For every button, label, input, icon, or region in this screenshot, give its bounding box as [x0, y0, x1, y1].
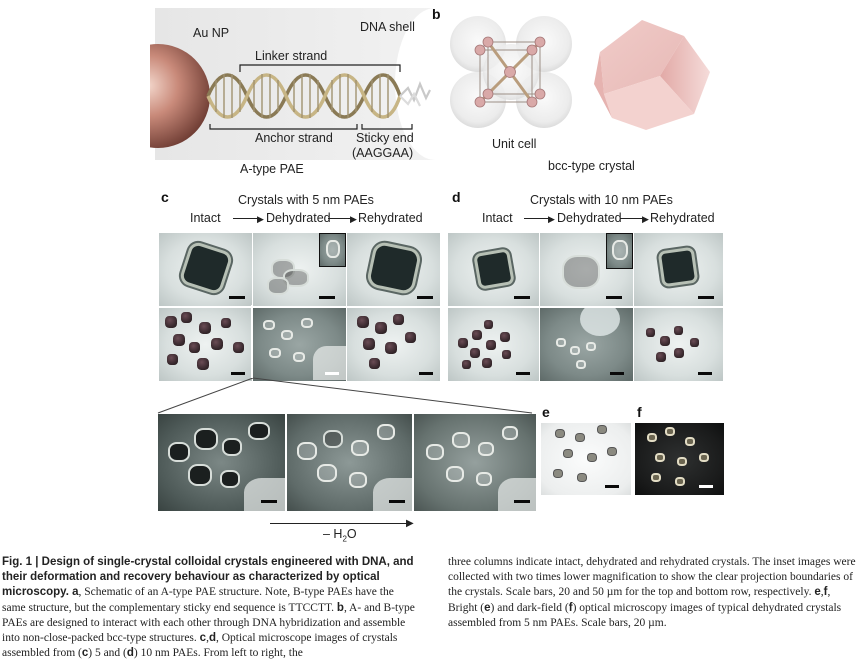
caption-title: Design of single-crystal colloidal cryst…: [2, 556, 414, 599]
micrograph-c-dehydrated-bottom: [253, 308, 346, 381]
bcc-crystal-shape: [594, 20, 710, 130]
panel-d-title: Crystals with 10 nm PAEs: [530, 193, 673, 207]
arrow-head-2: ▶: [350, 214, 357, 224]
label-anchor-strand: Anchor strand: [255, 131, 333, 145]
dna-helix: [206, 73, 402, 119]
label-sticky-end: Sticky end: [356, 131, 414, 145]
caption-text-c: ,: [206, 632, 209, 645]
caption-text-b: , A- and B-type PAEs are designed to int…: [2, 601, 415, 645]
micrograph-c-dehydrated-top: [253, 233, 346, 306]
micrograph-zoom-1: [158, 414, 285, 511]
caption-ref-d2: d: [126, 647, 134, 660]
caption-text-cont: three columns indicate intact, dehydrate…: [448, 556, 856, 599]
panel-c-step-dehydrated: Dehydrated: [266, 211, 331, 225]
micrograph-d-intact-top: [448, 233, 539, 306]
panel-letter-f: f: [637, 404, 642, 420]
label-minus-water: – H2O: [323, 527, 357, 544]
panel-d-step-dehydrated: Dehydrated: [557, 211, 622, 225]
sticky-end: [399, 81, 431, 103]
dehydration-arrow-head: ▶: [406, 518, 414, 529]
strand-brackets: [209, 64, 413, 130]
arrow-3: [524, 218, 552, 219]
caption-column-1: Fig. 1 | Design of single-crystal colloi…: [2, 555, 420, 661]
caption-text-f2: ) optical microscopy images of typical d…: [448, 601, 842, 629]
label-a-type-pae: A-type PAE: [240, 162, 304, 176]
gold-nanoparticle: [150, 44, 210, 148]
arrow-head-3: ▶: [548, 214, 555, 224]
caption-text-c2: ) 5 and (: [88, 647, 127, 660]
micrograph-c-rehydrated-bottom: [347, 308, 440, 381]
arrow-4: [620, 218, 646, 219]
caption-ref-f2: f: [568, 601, 573, 614]
brightfield-micrograph: [541, 423, 631, 495]
panel-letter-b: b: [432, 6, 441, 22]
micrograph-d-dehydrated-top: [540, 233, 633, 306]
caption-ref-e: e: [814, 586, 821, 599]
caption-text-d2: ) 10 nm PAEs. From left to right, the: [133, 647, 303, 660]
micrograph-d-dehydrated-bottom: [540, 308, 633, 381]
micrograph-c-intact-bottom: [159, 308, 252, 381]
micrograph-d-rehydrated-top: [634, 233, 723, 306]
panel-c-step-intact: Intact: [190, 211, 221, 225]
label-linker-strand: Linker strand: [255, 49, 328, 63]
zoom-guide-lines: [157, 305, 533, 414]
unit-cell-diagram: [450, 16, 572, 128]
base-pairs: [215, 74, 389, 118]
label-sequence: (AAGGAA): [352, 146, 414, 160]
micrograph-c-intact-top: [159, 233, 252, 306]
dna-shell-edge: [395, 8, 455, 160]
panel-d-step-intact: Intact: [482, 211, 513, 225]
caption-text-e2: ) and dark-field (: [490, 601, 569, 614]
dehydration-arrow: [270, 523, 412, 524]
caption-ref-c2: c: [81, 647, 89, 660]
arrow-head-4: ▶: [642, 214, 649, 224]
panel-letter-c: c: [161, 189, 169, 205]
panel-letter-d: d: [452, 189, 461, 205]
arrow-head-1: ▶: [257, 214, 264, 224]
caption-ref-e2: e: [484, 601, 491, 614]
caption-text-a: , Schematic of an A-type PAE structure. …: [2, 586, 394, 614]
panel-c-title: Crystals with 5 nm PAEs: [238, 193, 374, 207]
micrograph-zoom-2: [287, 414, 412, 511]
darkfield-micrograph: [635, 423, 724, 495]
panel-c-step-rehydrated: Rehydrated: [358, 211, 423, 225]
micrograph-c-rehydrated-top: [347, 233, 440, 306]
caption-column-2: three columns indicate intact, dehydrate…: [448, 555, 858, 631]
label-au-np: Au NP: [193, 26, 230, 40]
arrow-1: [233, 218, 261, 219]
caption-ref-a: a: [68, 586, 79, 599]
label-dna-shell: DNA shell: [360, 20, 415, 34]
caption-text-f: , Bright (: [448, 586, 831, 614]
micrograph-d-rehydrated-bottom: [634, 308, 723, 381]
panel-letter-e: e: [542, 404, 550, 420]
label-bcc-crystal: bcc-type crystal: [548, 159, 635, 173]
caption-ref-f: f: [823, 586, 828, 599]
panel-d-step-rehydrated: Rehydrated: [650, 211, 715, 225]
pae-schematic: [150, 44, 431, 148]
caption-ref-d: d: [208, 632, 216, 645]
label-unit-cell: Unit cell: [492, 137, 537, 151]
caption-ref-b: b: [336, 601, 344, 614]
caption-text-d: , Optical microscope images of crystals …: [2, 632, 398, 660]
micrograph-d-intact-bottom: [448, 308, 539, 381]
micrograph-zoom-3: [414, 414, 536, 511]
caption-text-e: ,: [820, 586, 824, 599]
caption-fig-label: Fig. 1 |: [2, 556, 42, 568]
arrow-2: [328, 218, 354, 219]
caption-ref-c: c: [199, 632, 207, 645]
